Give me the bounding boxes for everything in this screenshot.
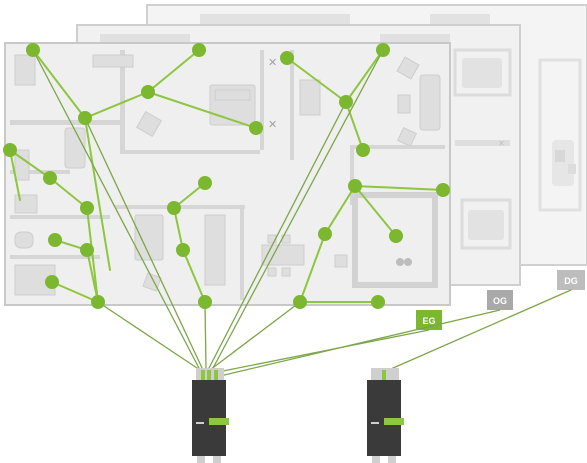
floor-tag-dg-bg <box>557 270 585 290</box>
controller-dg <box>367 368 404 463</box>
floor-tag-dg: DG <box>557 270 585 290</box>
sensor-node <box>167 201 181 215</box>
sensor-node <box>198 176 212 190</box>
sensor-node <box>280 51 294 65</box>
floor-tag-og-bg <box>487 290 513 310</box>
sensor-node <box>48 233 62 247</box>
sensor-node <box>436 183 450 197</box>
sensor-node <box>192 43 206 57</box>
sensor-node <box>78 111 92 125</box>
sensor-node <box>348 179 362 193</box>
controller-eg-accent <box>209 418 229 425</box>
network-links <box>9 49 444 303</box>
sensor-node <box>371 295 385 309</box>
sensor-node <box>318 227 332 241</box>
sensor-node <box>3 143 17 157</box>
sensor-node <box>26 43 40 57</box>
sensor-node <box>376 43 390 57</box>
sensor-nodes <box>3 43 450 309</box>
sensor-node <box>141 85 155 99</box>
floor-tag-eg-label: EG <box>422 316 435 326</box>
floor-tag-og: OG <box>487 290 513 310</box>
floor-tag-og-label: OG <box>493 296 507 306</box>
sensor-node <box>198 295 212 309</box>
svg-text:✕: ✕ <box>268 118 277 131</box>
sensor-node <box>45 275 59 289</box>
floor-plan-eg: ✕ ✕ <box>4 42 451 306</box>
sensor-node <box>249 121 263 135</box>
floor-tag-dg-label: DG <box>564 276 578 286</box>
sensor-node <box>339 95 353 109</box>
controller-dg-accent <box>384 418 404 425</box>
sensor-node <box>293 295 307 309</box>
sensor-node <box>80 201 94 215</box>
svg-text:✕: ✕ <box>498 139 505 148</box>
svg-text:✕: ✕ <box>268 56 277 69</box>
sensor-node <box>389 229 403 243</box>
trunk-lines <box>32 49 572 377</box>
sensor-node <box>91 295 105 309</box>
sensor-node <box>43 171 57 185</box>
sensor-node <box>176 243 190 257</box>
controller-eg <box>192 368 229 463</box>
sensor-node <box>356 143 370 157</box>
sensor-node <box>80 243 94 257</box>
